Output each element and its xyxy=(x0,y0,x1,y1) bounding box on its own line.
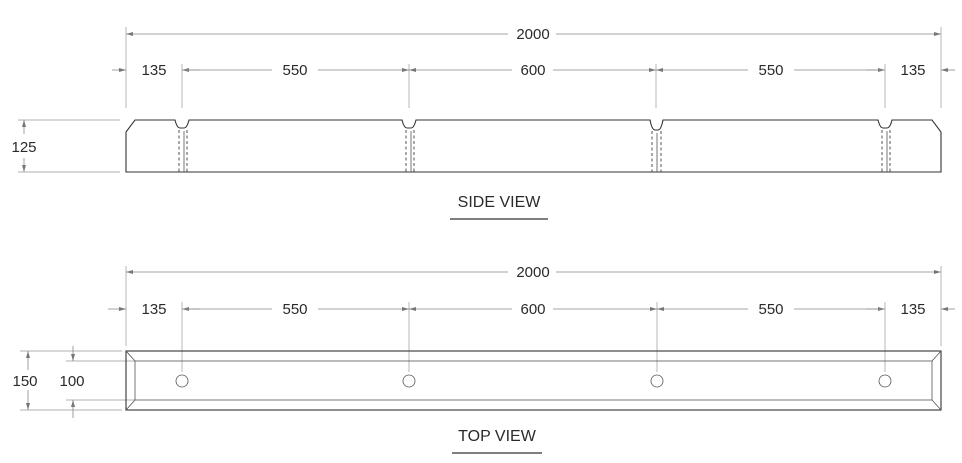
side-kerb-body xyxy=(125,119,942,173)
top-view-title: TOP VIEW xyxy=(458,428,537,445)
top-kerb-body xyxy=(125,350,942,411)
side-view: 2000 135 550 600 xyxy=(11,26,955,220)
top-overall-length-label: 2000 xyxy=(516,264,549,281)
top-segment-label-3: 600 xyxy=(520,301,545,318)
top-inner-width-label: 100 xyxy=(59,373,84,390)
top-segment-dimensions: 135 550 600 550 135 xyxy=(108,301,955,372)
side-segment-label-5: 135 xyxy=(900,62,925,79)
fixing-hole-3 xyxy=(650,374,664,388)
side-segment-label-4: 550 xyxy=(758,62,783,79)
top-overall-dimension: 2000 xyxy=(125,264,942,346)
top-view: 2000 135 550 600 xyxy=(12,264,955,454)
fixing-hole-4 xyxy=(878,374,892,388)
side-height-label: 125 xyxy=(11,139,36,156)
top-segment-label-5: 135 xyxy=(900,301,925,318)
top-segment-label-4: 550 xyxy=(758,301,783,318)
top-segment-label-2: 550 xyxy=(282,301,307,318)
side-height-dimension: 125 xyxy=(11,119,120,173)
side-view-title: SIDE VIEW xyxy=(458,194,542,211)
top-width-dimensions: 150 100 xyxy=(12,346,135,418)
side-segment-label-3: 600 xyxy=(520,62,545,79)
fixing-hole-2 xyxy=(402,374,416,388)
side-segment-dimensions: 135 550 600 550 135 xyxy=(112,62,955,108)
side-segment-label-2: 550 xyxy=(282,62,307,79)
side-segment-label-1: 135 xyxy=(141,62,166,79)
fixing-hole-1 xyxy=(175,374,189,388)
side-overall-length-label: 2000 xyxy=(516,26,549,43)
top-outer-width-label: 150 xyxy=(12,373,37,390)
top-segment-label-1: 135 xyxy=(141,301,166,318)
side-overall-dimension: 2000 xyxy=(125,26,942,108)
